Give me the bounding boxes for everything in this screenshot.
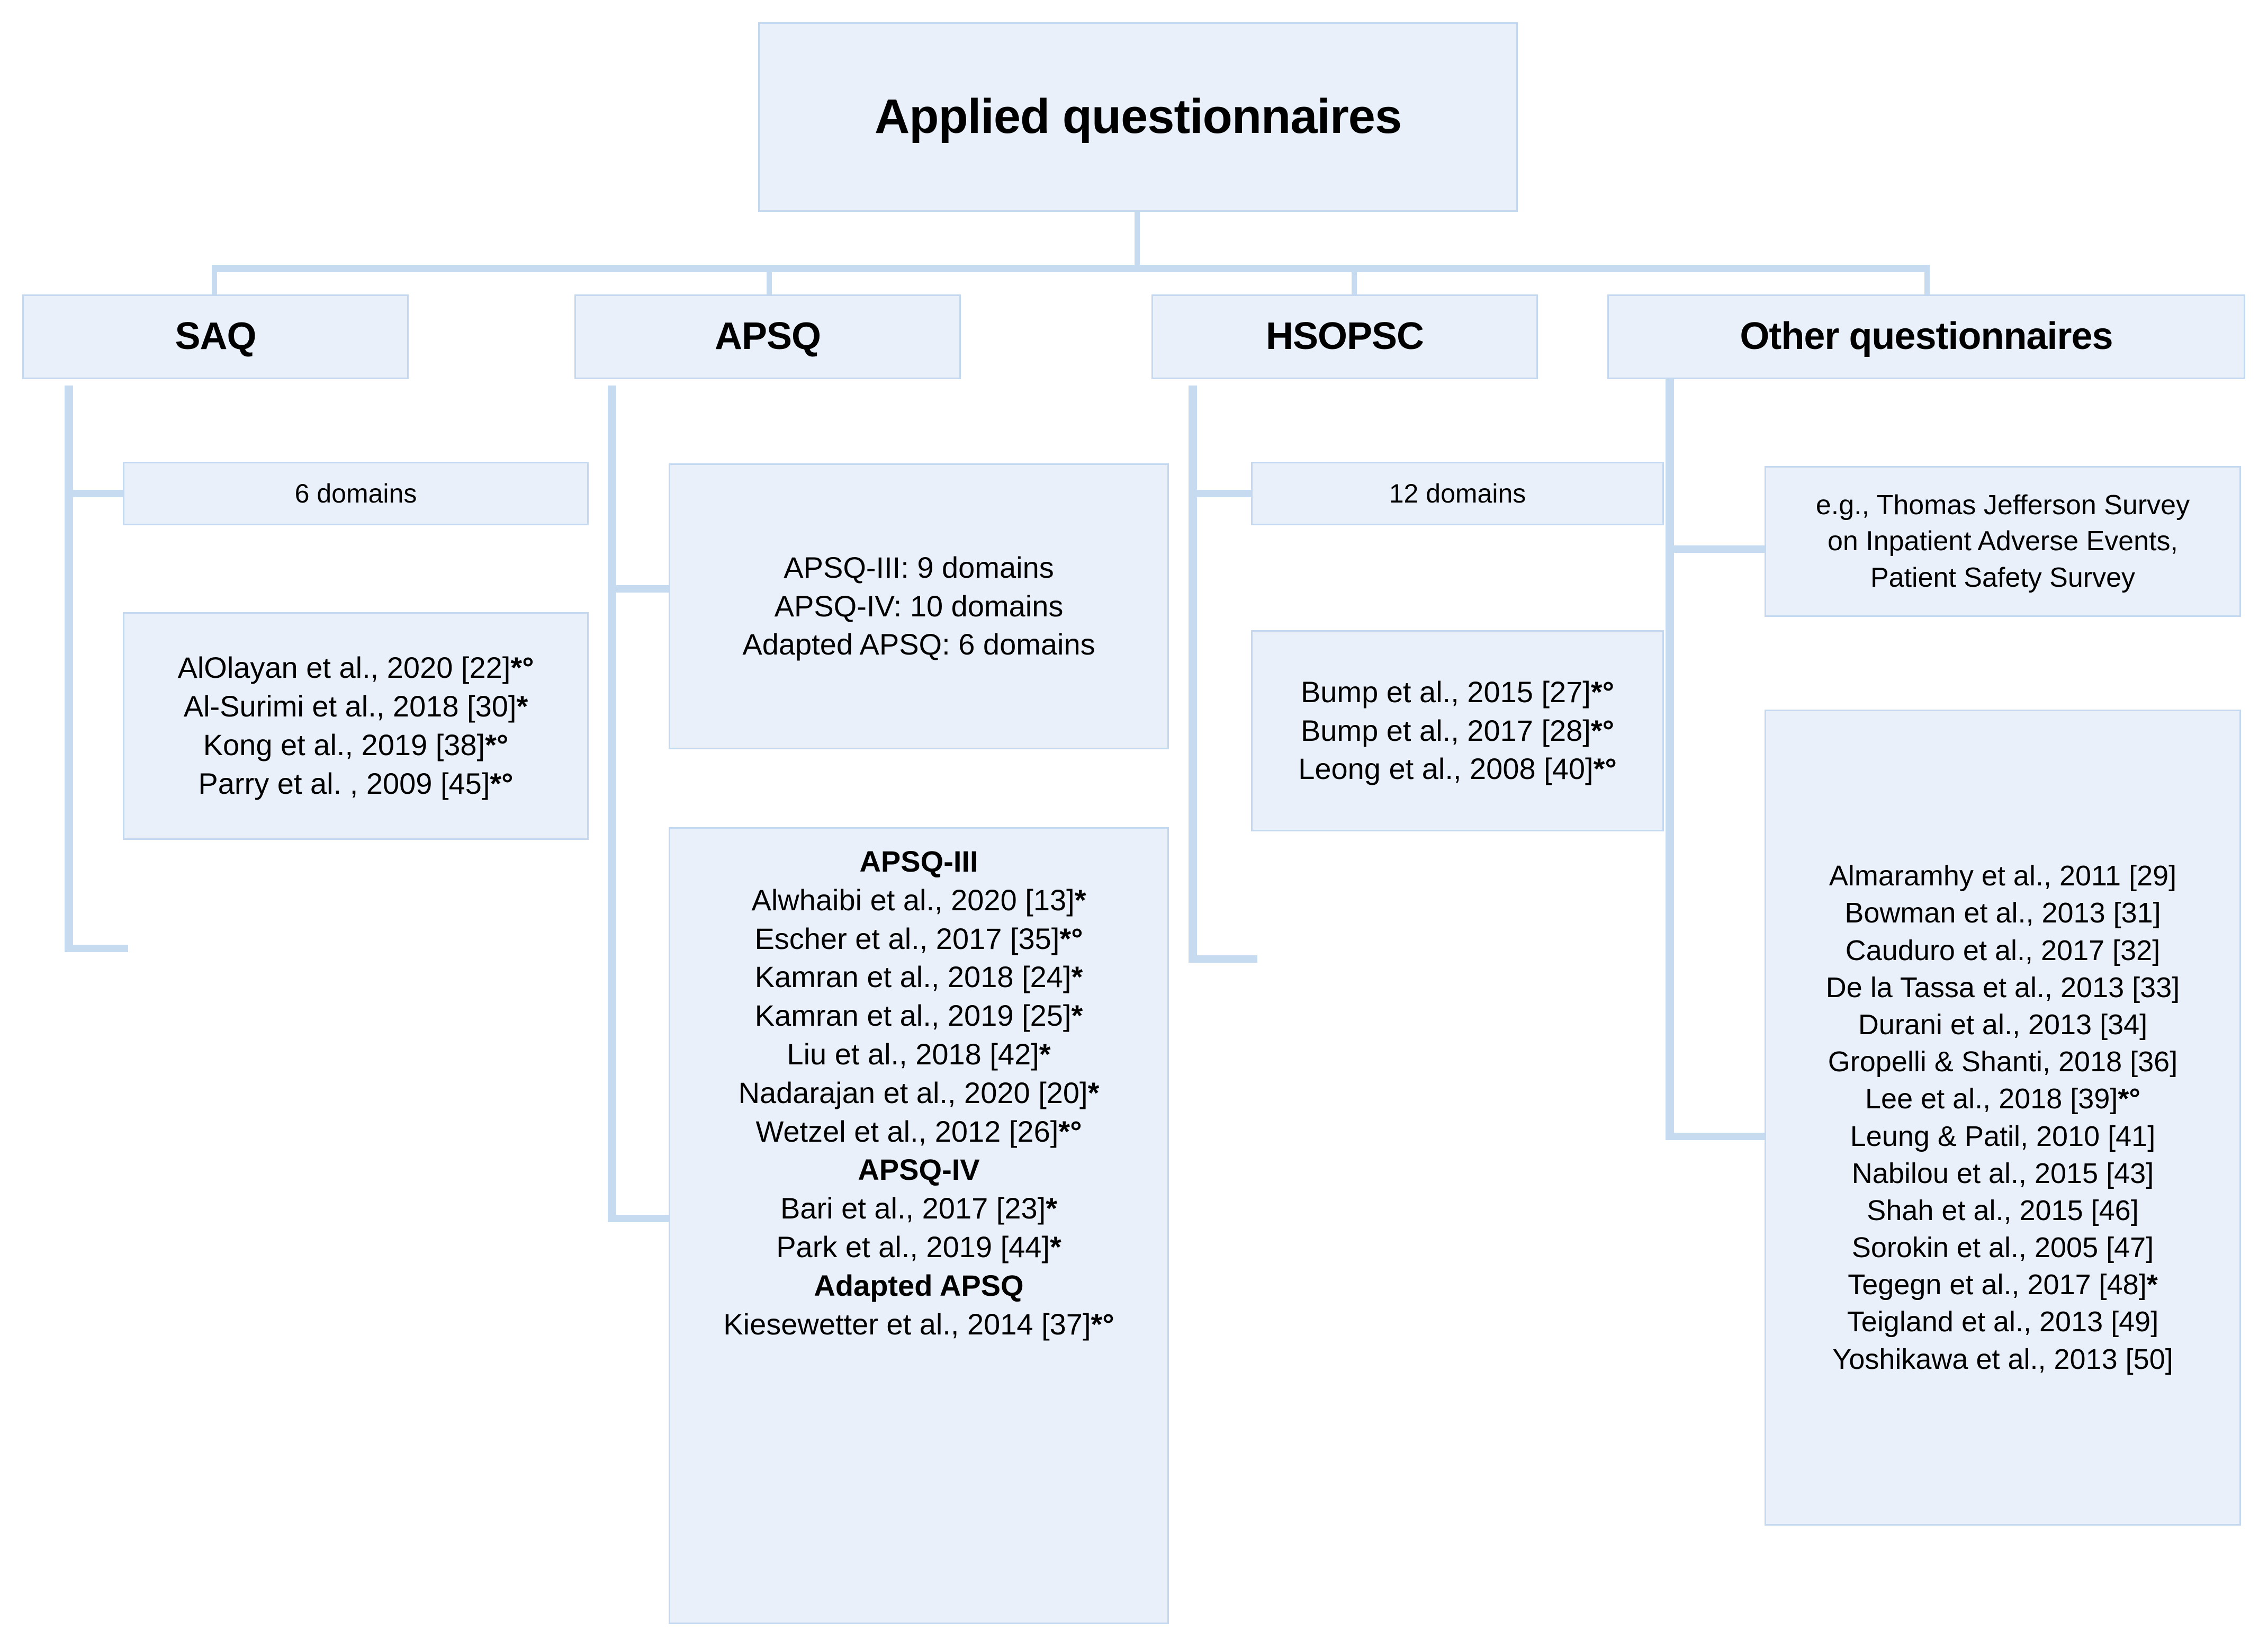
group-heading-apsq-iii: APSQ-III — [859, 845, 978, 878]
root-node-applied-questionnaires[interactable]: Applied questionnaires — [758, 22, 1518, 212]
study-item: Bowman et al., 2013 [31] — [1844, 897, 2161, 929]
studies-box-other[interactable]: Almaramhy et al., 2011 [29] Bowman et al… — [1765, 710, 2241, 1526]
connector-other-to-examples — [1666, 545, 1771, 553]
study-marks: *° — [1059, 921, 1083, 955]
root-node-label: Applied questionnaires — [874, 89, 1402, 144]
category-node-saq[interactable]: SAQ — [22, 294, 409, 379]
connector-apsq-to-domains — [608, 585, 677, 593]
connector-hsopsc-trunk — [1189, 386, 1197, 963]
study-marks: *° — [1590, 713, 1615, 747]
example-line: e.g., Thomas Jefferson Survey — [1815, 489, 2190, 521]
domains-label-saq: 6 domains — [294, 478, 417, 508]
connector-apsq-to-studies — [608, 1215, 677, 1222]
study-item: Alwhaibi et al., 2020 [13]* — [751, 883, 1086, 917]
study-item: Leong et al., 2008 [40]*° — [1298, 752, 1617, 786]
study-marks: *° — [490, 766, 514, 800]
connector-root-stem — [1135, 211, 1140, 269]
study-item: Kamran et al., 2018 [24]* — [754, 960, 1083, 994]
connector-saq-to-studies — [65, 945, 128, 952]
study-item: Yoshikawa et al., 2013 [50] — [1832, 1343, 2173, 1375]
domains-box-apsq[interactable]: APSQ-III: 9 domains APSQ-IV: 10 domains … — [669, 463, 1169, 749]
study-item: Nabilou et al., 2015 [43] — [1851, 1157, 2154, 1189]
study-item: Gropelli & Shanti, 2018 [36] — [1828, 1046, 2178, 1078]
study-marks: *° — [1593, 752, 1617, 786]
study-marks: * — [2146, 1269, 2158, 1301]
study-marks: * — [1049, 1230, 1061, 1263]
group-heading-apsq-iv: APSQ-IV — [858, 1153, 980, 1187]
study-marks: * — [1074, 883, 1086, 917]
study-item: Bari et al., 2017 [23]* — [780, 1191, 1057, 1225]
study-item: Sorokin et al., 2005 [47] — [1851, 1232, 2154, 1264]
domains-line: APSQ-IV: 10 domains — [774, 589, 1064, 623]
study-marks: *° — [1058, 1114, 1082, 1148]
study-marks: * — [1087, 1076, 1100, 1109]
study-marks: * — [1039, 1037, 1051, 1071]
study-item: Leung & Patil, 2010 [41] — [1850, 1120, 2156, 1152]
study-item: Al-Surimi et al., 2018 [30]* — [183, 689, 528, 723]
study-item: Kiesewetter et al., 2014 [37]*° — [723, 1307, 1114, 1341]
connector-root-bus — [212, 265, 1930, 272]
study-item: Kamran et al., 2019 [25]* — [754, 999, 1083, 1033]
group-heading-adapted-apsq: Adapted APSQ — [814, 1268, 1024, 1302]
connector-saq-trunk — [65, 386, 73, 952]
study-item: Cauduro et al., 2017 [32] — [1845, 934, 2161, 966]
domains-box-hsopsc[interactable]: 12 domains — [1251, 462, 1664, 525]
study-item: Teigland et al., 2013 [49] — [1847, 1306, 2159, 1338]
study-marks: * — [1046, 1191, 1057, 1225]
category-label-saq: SAQ — [175, 315, 256, 358]
study-item: Parry et al. , 2009 [45]*° — [198, 766, 514, 800]
study-item: Bump et al., 2017 [28]*° — [1300, 713, 1615, 747]
domains-line: Adapted APSQ: 6 domains — [742, 628, 1095, 661]
study-marks: * — [516, 689, 528, 723]
studies-box-apsq[interactable]: APSQ-III Alwhaibi et al., 2020 [13]* Esc… — [669, 827, 1169, 1624]
domains-label-hsopsc: 12 domains — [1389, 478, 1526, 508]
study-item: Nadarajan et al., 2020 [20]* — [738, 1076, 1100, 1109]
studies-box-hsopsc[interactable]: Bump et al., 2015 [27]*° Bump et al., 20… — [1251, 630, 1664, 831]
example-line: on Inpatient Adverse Events, — [1828, 526, 2178, 557]
examples-box-other[interactable]: e.g., Thomas Jefferson Survey on Inpatie… — [1765, 466, 2241, 617]
category-label-hsopsc: HSOPSC — [1265, 315, 1424, 358]
study-marks: *° — [1091, 1307, 1114, 1341]
study-item: Lee et al., 2018 [39]*° — [1865, 1083, 2140, 1115]
connector-hsopsc-to-studies — [1189, 955, 1257, 963]
connector-saq-to-domains — [65, 490, 128, 497]
study-item: Liu et al., 2018 [42]* — [787, 1037, 1051, 1071]
study-item: AlOlayan et al., 2020 [22]*° — [177, 651, 534, 685]
category-node-other-questionnaires[interactable]: Other questionnaires — [1607, 294, 2245, 379]
study-item: Almaramhy et al., 2011 [29] — [1829, 860, 2177, 892]
study-item: Bump et al., 2015 [27]*° — [1300, 675, 1615, 709]
study-item: Tegegn et al., 2017 [48]* — [1848, 1269, 2158, 1301]
study-marks: *° — [1590, 675, 1615, 709]
study-marks: * — [1071, 999, 1083, 1033]
study-item: Wetzel et al., 2012 [26]*° — [755, 1114, 1082, 1148]
category-node-apsq[interactable]: APSQ — [574, 294, 961, 379]
study-marks: *° — [2118, 1083, 2140, 1115]
category-label-apsq: APSQ — [714, 315, 821, 358]
study-marks: *° — [510, 651, 534, 685]
domains-line: APSQ-III: 9 domains — [784, 550, 1054, 584]
studies-box-saq[interactable]: AlOlayan et al., 2020 [22]*° Al-Surimi e… — [123, 612, 589, 840]
category-label-other: Other questionnaires — [1740, 315, 2113, 358]
connector-apsq-trunk — [608, 386, 616, 1222]
study-item: Shah et al., 2015 [46] — [1867, 1194, 2139, 1226]
connector-other-to-studies — [1666, 1133, 1771, 1140]
connector-hsopsc-to-domains — [1189, 490, 1257, 497]
category-node-hsopsc[interactable]: HSOPSC — [1151, 294, 1538, 379]
study-item: Kong et al., 2019 [38]*° — [203, 728, 509, 761]
study-marks: * — [1071, 960, 1083, 994]
study-item: De la Tassa et al., 2013 [33] — [1825, 971, 2180, 1003]
study-item: Durani et al., 2013 [34] — [1858, 1008, 2148, 1041]
connector-other-trunk — [1666, 378, 1674, 1140]
study-item: Escher et al., 2017 [35]*° — [754, 921, 1083, 955]
study-item: Park et al., 2019 [44]* — [776, 1230, 1061, 1263]
study-marks: *° — [485, 728, 509, 761]
example-line: Patient Safety Survey — [1870, 562, 2136, 593]
domains-box-saq[interactable]: 6 domains — [123, 462, 589, 525]
